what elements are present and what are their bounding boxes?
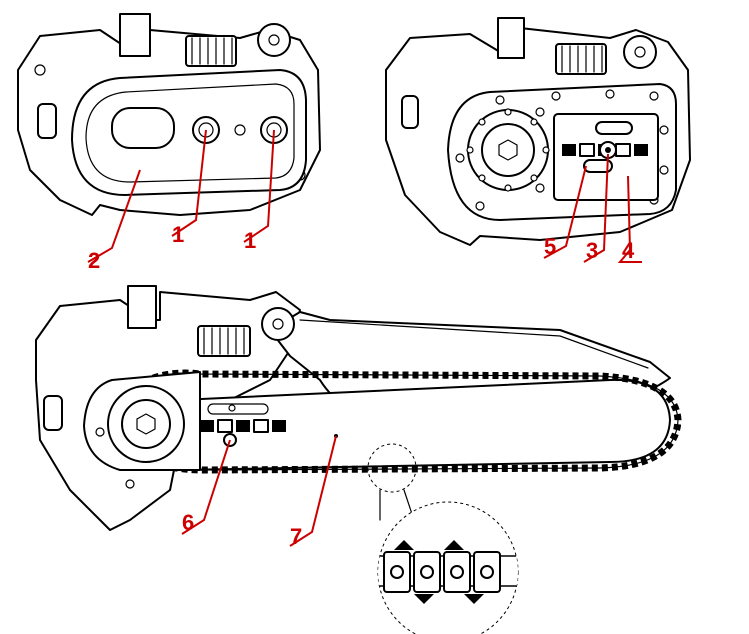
- panel-bottom: 6 7: [35, 285, 682, 549]
- side-cover: [71, 69, 307, 196]
- callout-label: 3: [586, 238, 598, 263]
- callout-label: 1: [244, 228, 256, 253]
- panel-top-left: 1 1 2: [17, 13, 321, 273]
- tension-knob: [185, 35, 237, 67]
- cover-screw: [234, 124, 246, 136]
- tension-knob: [555, 43, 607, 75]
- handle-post: [497, 17, 525, 59]
- callout-leaders-bottom: [181, 435, 337, 547]
- callout-label: 7: [290, 524, 302, 549]
- side-vent: [401, 95, 419, 129]
- adjust-slot: [595, 121, 633, 135]
- bar-slot: [207, 403, 269, 415]
- side-vent: [37, 103, 57, 139]
- cover-window: [111, 107, 175, 149]
- handle-post: [119, 13, 151, 57]
- sprocket-teeth: [466, 108, 550, 192]
- callout-leaders-top-left: [87, 129, 275, 263]
- chain-link: [383, 551, 501, 593]
- chain-link-holes: [200, 419, 286, 433]
- tension-knob: [197, 325, 251, 357]
- bar-slot: [583, 159, 613, 173]
- callout-label: 5: [544, 234, 556, 259]
- callout-label: 4: [622, 238, 635, 263]
- side-vent: [43, 395, 63, 431]
- panel-top-right: 5 3 4: [385, 17, 691, 263]
- callout-label: 1: [172, 222, 184, 247]
- callout-leaders-top-right: [543, 153, 642, 263]
- handle-post: [127, 285, 157, 329]
- detail-marker: [367, 443, 417, 493]
- callout-label: 2: [88, 248, 100, 273]
- chain-detail: [377, 501, 519, 634]
- callout-label: 6: [182, 510, 194, 535]
